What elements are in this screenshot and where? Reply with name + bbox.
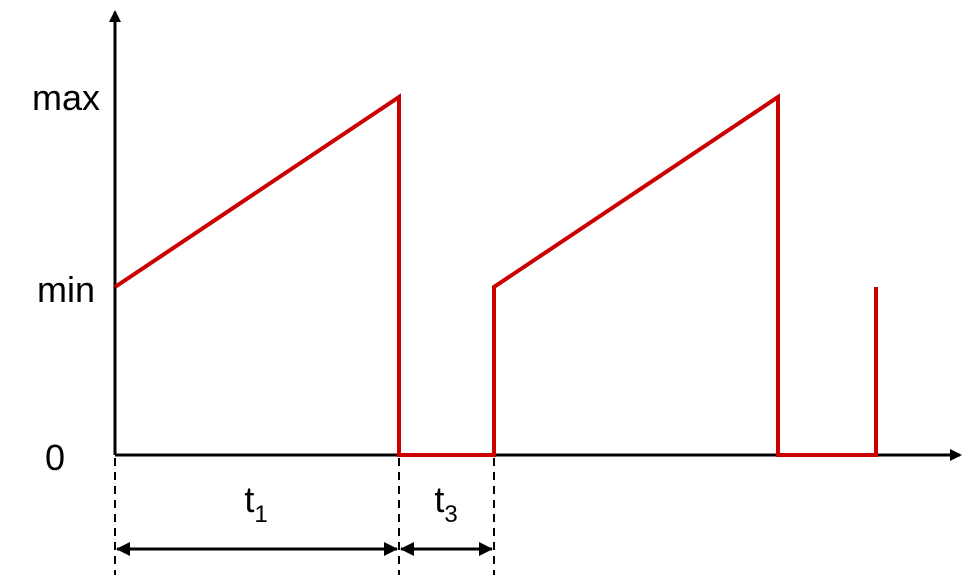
t3-symbol: t xyxy=(434,479,444,520)
sawtooth-waveform xyxy=(113,93,878,457)
y-label-min: min xyxy=(37,269,95,310)
y-label-max: max xyxy=(32,77,100,118)
y-label-zero: 0 xyxy=(45,437,65,478)
t1-symbol: t xyxy=(244,479,254,520)
t3-label: t3 xyxy=(434,479,457,528)
t3-subscript: 3 xyxy=(444,501,457,528)
t1-subscript: 1 xyxy=(254,501,267,528)
t1-label: t1 xyxy=(244,479,267,528)
